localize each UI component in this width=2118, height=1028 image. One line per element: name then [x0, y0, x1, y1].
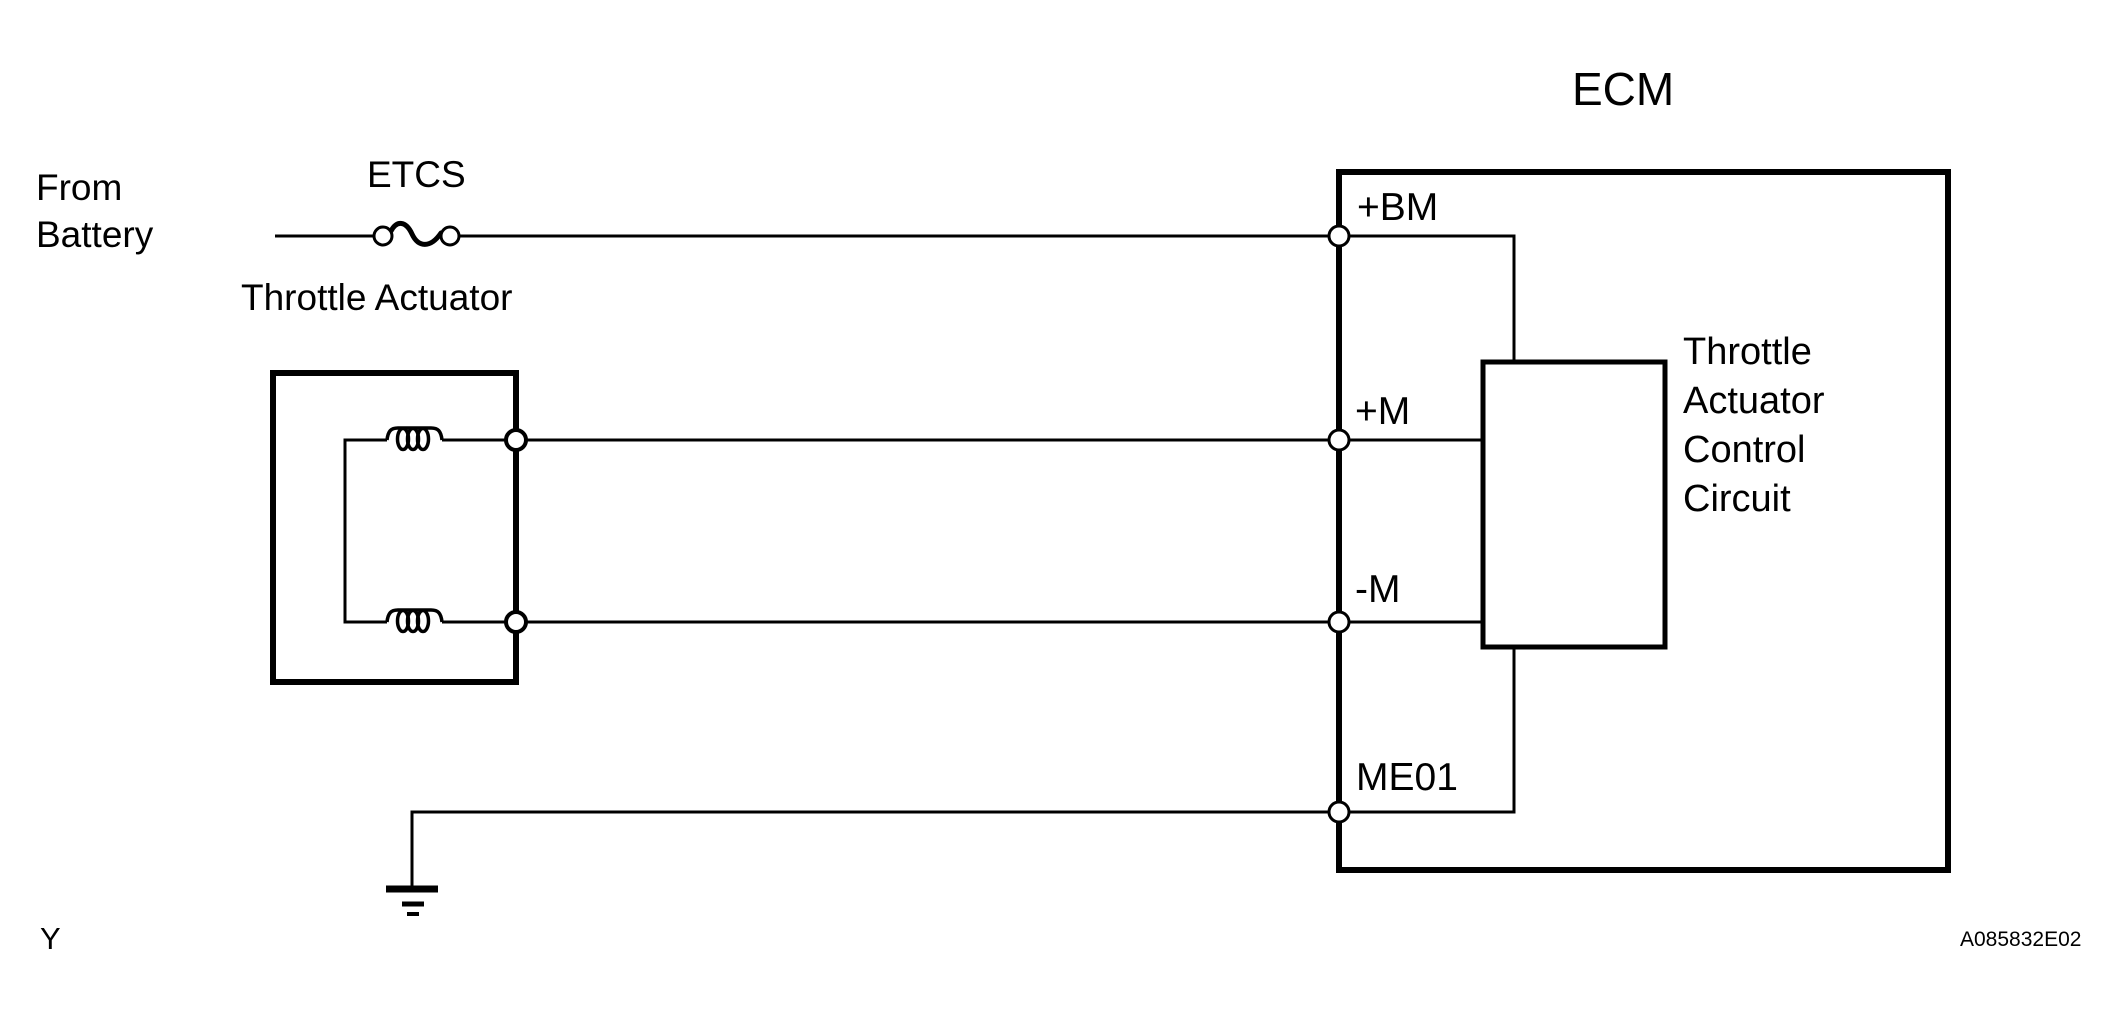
actuator-terminal-upper [504, 428, 528, 452]
terminal-m-plus [1327, 428, 1351, 452]
control-circuit-label: Throttle Actuator Control Circuit [1683, 331, 1825, 520]
terminal-me01-label: ME01 [1356, 756, 1458, 799]
fuse-wave [388, 221, 444, 247]
terminal-m-minus-label: -M [1355, 568, 1401, 611]
throttle-actuator-box [270, 370, 519, 685]
coil-link-wire [343, 438, 387, 624]
control-circuit-box [1480, 359, 1668, 650]
ground-wire [410, 810, 1339, 889]
ecm-label: ECM [1572, 63, 1675, 115]
figure-id: A085832E02 [1960, 928, 2082, 951]
terminal-m-plus-label: +M [1355, 390, 1411, 433]
fuse-symbol [372, 221, 461, 247]
junction-terminals [504, 224, 1351, 824]
wires [275, 234, 1516, 889]
fuse-end-left-icon [372, 225, 394, 247]
terminal-bm [1327, 224, 1351, 248]
terminal-bm-label: +BM [1357, 186, 1439, 229]
bm-branch-wire [1339, 234, 1516, 362]
fuse-end-right-icon [439, 225, 461, 247]
coil-icon-lower [385, 608, 444, 634]
terminal-me01 [1327, 800, 1351, 824]
from-battery-label: From Battery [36, 167, 154, 256]
terminal-m-minus [1327, 610, 1351, 634]
actuator-terminal-lower [504, 610, 528, 634]
throttle-actuator-label: Throttle Actuator [241, 277, 513, 318]
ground-icon [386, 885, 438, 916]
coil-icon-upper [385, 426, 444, 452]
page-marker: Y [40, 921, 61, 956]
me01-inner-wire [1339, 647, 1516, 814]
ecm-box [1336, 169, 1951, 873]
fuse-name-label: ETCS [367, 154, 466, 195]
